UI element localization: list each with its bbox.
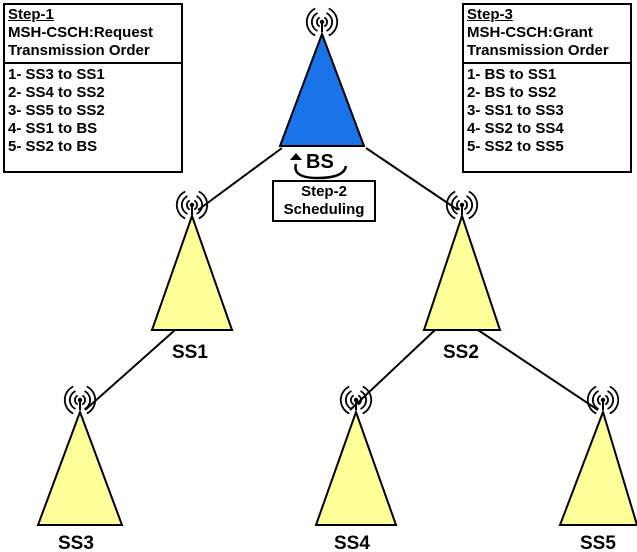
bs-label: BS — [306, 151, 334, 173]
ss4-antenna-icon — [339, 385, 373, 415]
step2-scheduling-box: Step-2 Scheduling — [272, 180, 376, 222]
step1-item: 4- SS1 to BS — [8, 120, 98, 137]
step3-item: 2- BS to SS2 — [467, 84, 557, 101]
step1-request-box: Step-1 MSH-CSCH:Request Transmission Ord… — [3, 3, 183, 173]
step1-title: Step-1 — [8, 6, 54, 23]
link-ss2-ss5 — [477, 329, 599, 411]
ss5-node — [558, 385, 637, 526]
ss3-antenna-icon — [63, 385, 97, 415]
ss4-node — [314, 385, 398, 526]
link-ss2-ss4 — [349, 329, 436, 411]
ss1-label: SS1 — [172, 342, 208, 363]
ss4-label: SS4 — [334, 533, 370, 552]
ss5-triangle — [558, 408, 637, 526]
step1-item: 2- SS4 to SS2 — [8, 84, 105, 101]
step3-subtitle: MSH-CSCH:Grant — [467, 24, 593, 41]
step1-subtitle: MSH-CSCH:Request — [8, 24, 154, 41]
step3-item: 4- SS2 to SS4 — [467, 120, 564, 137]
step1-item: 5- SS2 to BS — [8, 138, 98, 155]
step1-item: 1- SS3 to SS1 — [8, 66, 105, 83]
ss3-label: SS3 — [58, 533, 94, 552]
scheduling-loop-arrow-icon — [290, 153, 348, 180]
bs-antenna-icon — [305, 7, 339, 37]
ss2-label: SS2 — [443, 342, 479, 363]
ss2-antenna-icon — [445, 190, 479, 220]
link-bs-ss1 — [197, 147, 283, 211]
bs-triangle — [278, 31, 366, 147]
step2-subtitle: Scheduling — [283, 201, 365, 218]
ss5-antenna-icon — [586, 385, 620, 415]
link-bs-ss2 — [365, 147, 459, 211]
step3-item: 1- BS to SS1 — [467, 66, 557, 83]
step1-item: 3- SS5 to SS2 — [8, 102, 105, 119]
step3-item: 5- SS2 to SS5 — [467, 138, 564, 155]
step3-grant-box: Step-3 MSH-CSCH:Grant Transmission Order… — [462, 3, 632, 173]
ss2-node — [422, 190, 502, 331]
ss5-label: SS5 — [580, 533, 616, 552]
ss4-triangle — [314, 409, 398, 526]
step1-subtitle2: Transmission Order — [8, 42, 150, 59]
ss3-node — [36, 385, 124, 526]
step3-item: 3- SS1 to SS3 — [467, 102, 564, 119]
step3-subtitle2: Transmission Order — [467, 42, 609, 59]
ss2-triangle — [422, 212, 502, 331]
ss1-node — [150, 190, 234, 331]
ss3-triangle — [36, 409, 124, 526]
ss1-triangle — [150, 212, 234, 331]
step2-title: Step-2 — [301, 183, 347, 200]
step3-title: Step-3 — [467, 6, 513, 23]
link-ss1-ss3 — [84, 329, 176, 411]
bs-node — [278, 7, 366, 147]
